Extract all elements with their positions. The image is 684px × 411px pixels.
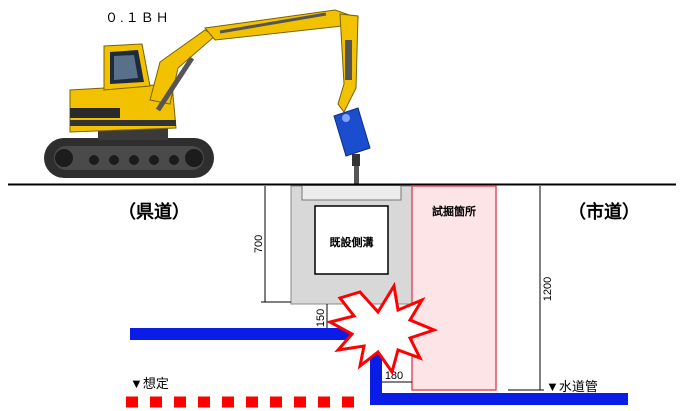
excavator-body-stripe (70, 108, 120, 118)
breaker-pin (342, 114, 350, 122)
breaker-collar (352, 154, 360, 166)
excavator-track-inner (54, 146, 204, 170)
cab-window-glare (114, 55, 138, 80)
dim-150-label: 150 (315, 309, 327, 327)
assumed-label: ▼想定 (130, 376, 169, 391)
gutter-label: 既設側溝 (330, 235, 374, 249)
water-main-pipe (130, 328, 628, 405)
excavator-counterweight (70, 120, 176, 126)
trial-pit: 試掘箇所 (411, 185, 497, 391)
gutter-channel (314, 205, 389, 275)
trial-pit-area (411, 185, 497, 391)
trial-pit-label: 試掘箇所 (432, 204, 476, 218)
breaker-attachment (333, 107, 371, 184)
breaker-chisel (354, 166, 359, 184)
dim-1200-label: 1200 (542, 277, 554, 301)
machine-label: ０.１ＢＨ (105, 10, 171, 25)
dim-180-label: 180 (385, 370, 403, 382)
water-main-label: ▼水道管 (546, 379, 598, 394)
dimension-lines (261, 186, 544, 391)
impact-burst (325, 281, 439, 376)
excavator-boom (149, 29, 216, 105)
gutter-lid-recess (301, 186, 402, 201)
left-road-label: （県道） (118, 201, 190, 222)
excavator: ０.１ＢＨ (44, 9, 371, 184)
right-road-label: （市道） (568, 201, 640, 222)
track-rollers (55, 149, 203, 167)
excavator-swivel (98, 128, 168, 140)
boom-cylinder (155, 56, 195, 112)
excavator-arm-upper (204, 9, 360, 41)
existing-gutter: 既設側溝 (290, 185, 413, 305)
breaker-body (333, 107, 371, 157)
arm-cylinder (219, 12, 327, 34)
bucket-cylinder (345, 40, 352, 80)
dim-700-label: 700 (253, 235, 265, 253)
